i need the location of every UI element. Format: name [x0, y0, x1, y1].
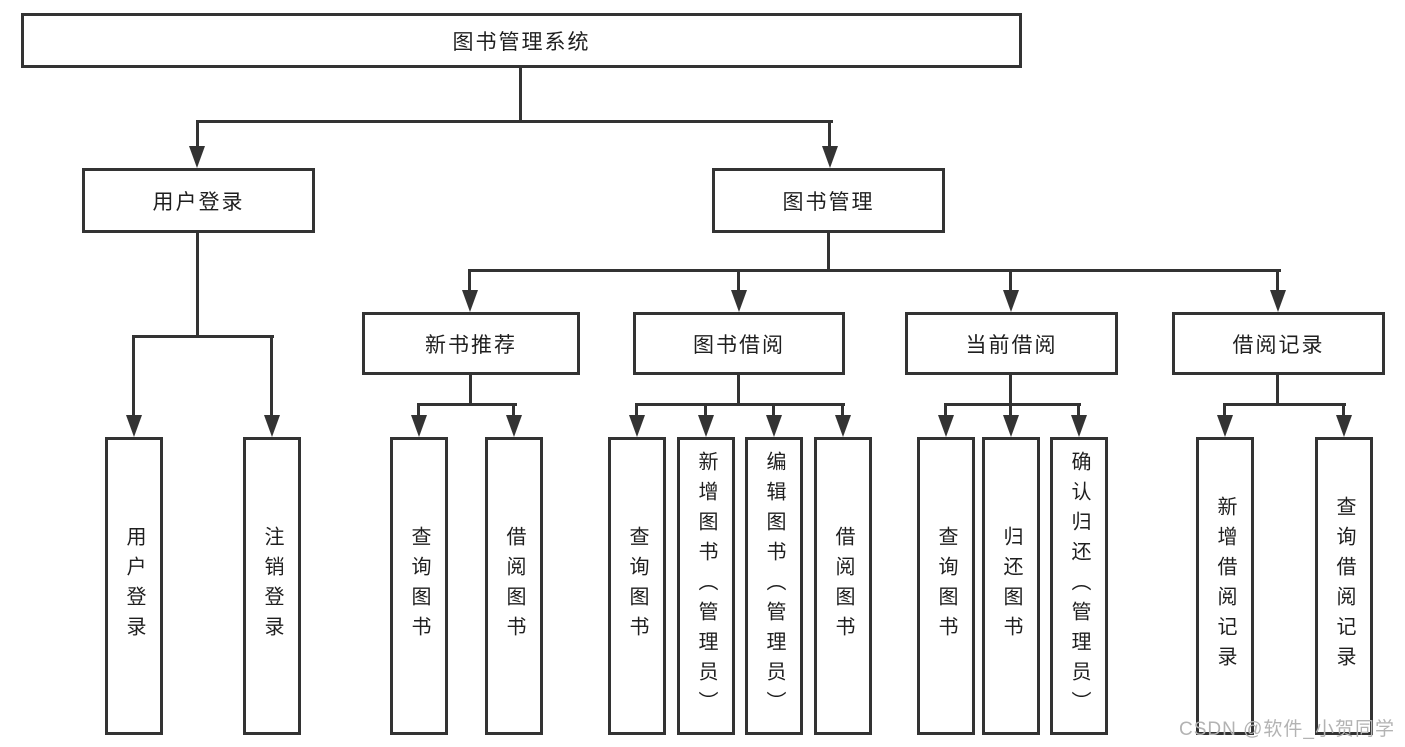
arrow-down-icon — [1336, 415, 1352, 437]
arrow-down-icon — [1217, 415, 1233, 437]
arrow-down-icon — [462, 290, 478, 312]
arrow-down-icon — [731, 290, 747, 312]
connector-line — [772, 403, 775, 417]
arrow-down-icon — [938, 415, 954, 437]
node-book-management: 图书管理 — [712, 168, 945, 233]
leaf-query-book-borrow: 查询图书 — [608, 437, 666, 735]
connector-line — [469, 375, 472, 406]
arrow-down-icon — [1071, 415, 1087, 437]
connector-line — [1223, 403, 1226, 417]
connector-line — [737, 375, 740, 406]
connector-line — [196, 233, 199, 337]
arrow-down-icon — [264, 415, 280, 437]
connector-line — [737, 269, 740, 292]
connector-line — [270, 335, 273, 417]
arrow-down-icon — [766, 415, 782, 437]
connector-line — [841, 403, 844, 417]
connector-line — [1342, 403, 1345, 417]
leaf-edit-book-admin: 编辑图书（管理员） — [745, 437, 803, 735]
connector-line — [519, 67, 522, 120]
leaf-add-borrow-record: 新增借阅记录 — [1196, 437, 1254, 735]
arrow-down-icon — [698, 415, 714, 437]
connector-line — [417, 403, 420, 417]
connector-line — [827, 233, 830, 272]
connector-line — [512, 403, 515, 417]
csdn-watermark: CSDN @软件_小贺同学 — [1179, 719, 1395, 740]
connector-line — [944, 403, 947, 417]
leaf-borrow-book: 借阅图书 — [814, 437, 872, 735]
leaf-query-borrow-record: 查询借阅记录 — [1315, 437, 1373, 735]
connector-line — [132, 335, 135, 417]
node-new-book-recommend: 新书推荐 — [362, 312, 580, 375]
leaf-confirm-return-admin: 确认归还（管理员） — [1050, 437, 1108, 735]
connector-line — [828, 120, 831, 148]
connector-line — [132, 335, 274, 338]
connector-line — [1276, 269, 1279, 292]
node-book-borrow: 图书借阅 — [633, 312, 845, 375]
arrow-down-icon — [411, 415, 427, 437]
arrow-down-icon — [1003, 290, 1019, 312]
arrow-down-icon — [126, 415, 142, 437]
arrow-down-icon — [1003, 415, 1019, 437]
node-current-borrow: 当前借阅 — [905, 312, 1118, 375]
connector-line — [468, 269, 1281, 272]
connector-line — [944, 403, 1081, 406]
connector-line — [704, 403, 707, 417]
connector-line — [196, 120, 833, 123]
connector-line — [635, 403, 638, 417]
leaf-return-book: 归还图书 — [982, 437, 1040, 735]
connector-line — [196, 120, 199, 148]
connector-line — [635, 403, 845, 406]
arrow-down-icon — [189, 146, 205, 168]
connector-line — [1276, 375, 1279, 406]
node-user-login: 用户登录 — [82, 168, 315, 233]
arrow-down-icon — [822, 146, 838, 168]
connector-line — [1223, 403, 1346, 406]
connector-line — [1009, 269, 1012, 292]
node-borrow-record: 借阅记录 — [1172, 312, 1385, 375]
leaf-user-login: 用户登录 — [105, 437, 163, 735]
connector-line — [1009, 375, 1012, 406]
connector-line — [417, 403, 517, 406]
arrow-down-icon — [1270, 290, 1286, 312]
connector-line — [1009, 403, 1012, 417]
arrow-down-icon — [506, 415, 522, 437]
connector-line — [468, 269, 471, 292]
arrow-down-icon — [629, 415, 645, 437]
leaf-query-book-recommend: 查询图书 — [390, 437, 448, 735]
leaf-borrow-book-recommend: 借阅图书 — [485, 437, 543, 735]
leaf-add-book-admin: 新增图书（管理员） — [677, 437, 735, 735]
leaf-query-book-current: 查询图书 — [917, 437, 975, 735]
connector-line — [1077, 403, 1080, 417]
node-root: 图书管理系统 — [21, 13, 1022, 68]
leaf-logout-login: 注销登录 — [243, 437, 301, 735]
arrow-down-icon — [835, 415, 851, 437]
